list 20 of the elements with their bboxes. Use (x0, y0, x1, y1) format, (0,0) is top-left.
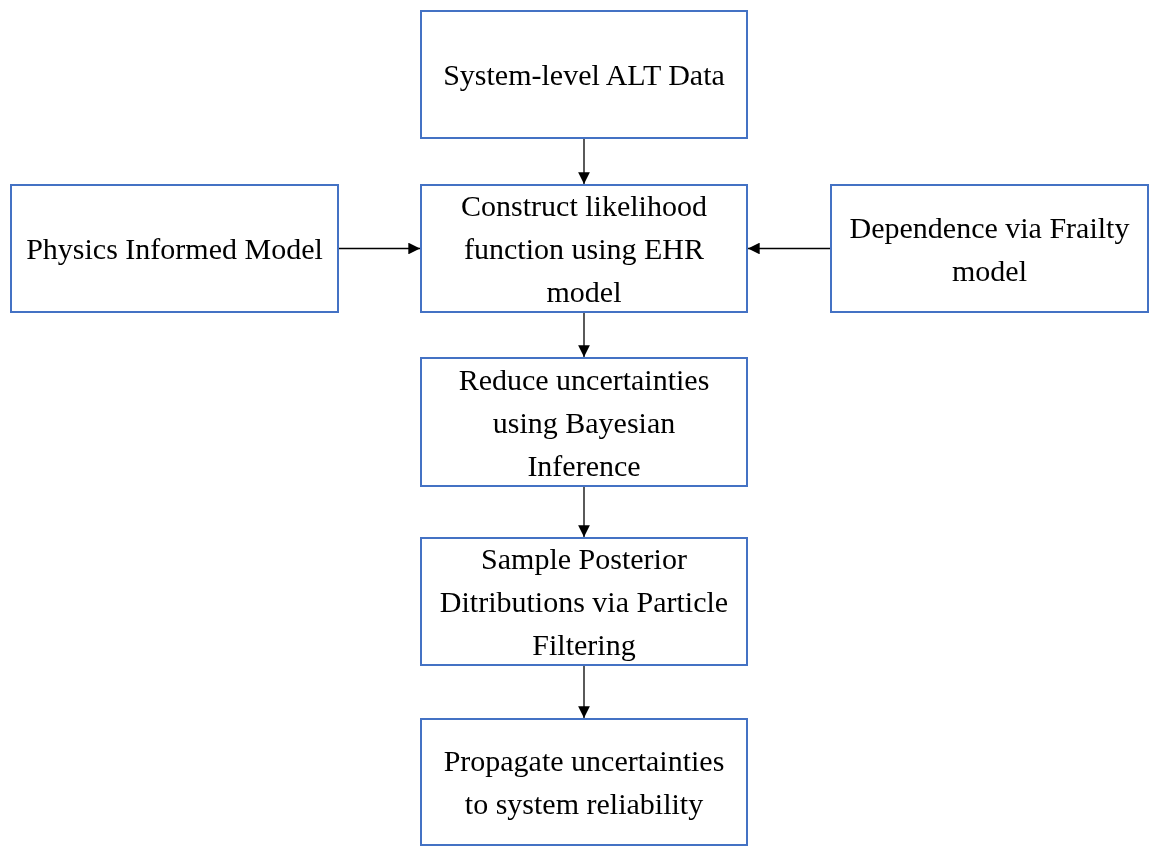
box-text: Construct likelihood function using EHR model (460, 188, 708, 310)
arrow (578, 312, 590, 358)
arrow (578, 486, 590, 538)
process-box (420, 10, 748, 139)
process-box (420, 357, 748, 487)
box-text: System-level ALT Data (443, 57, 725, 93)
arrow (578, 138, 590, 185)
box-text: Physics Informed Model (26, 231, 323, 267)
box-text: Propagate uncertainties to system reliability (442, 743, 726, 822)
process-box (420, 537, 748, 666)
process-box (420, 718, 748, 846)
box-text: Reduce uncertainties using Bayesian Inference (457, 361, 711, 484)
box-text: Dependence via Frailty model (848, 209, 1131, 289)
process-box (10, 184, 339, 313)
box-text: Sample Posterior Ditributions via Particle Filtering (438, 541, 730, 663)
process-box (420, 184, 748, 313)
process-box (830, 184, 1149, 313)
arrow (578, 665, 590, 719)
arrow (338, 242, 421, 255)
arrow (747, 242, 831, 255)
